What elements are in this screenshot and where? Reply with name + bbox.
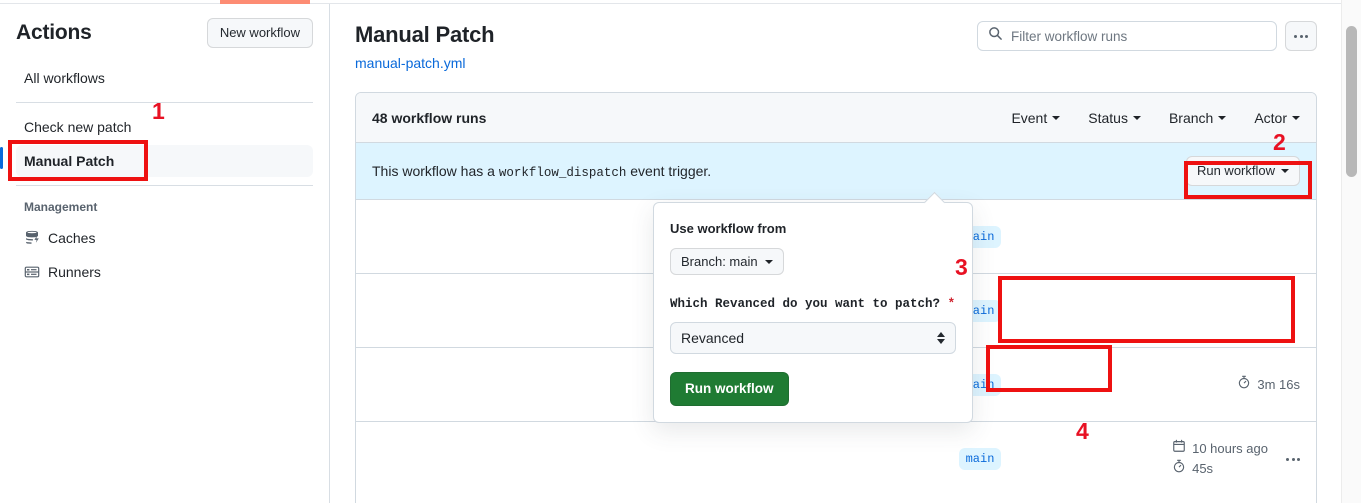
sidebar-item-manual-patch[interactable]: Manual Patch (0, 145, 313, 177)
sidebar-item-label: Check new patch (24, 119, 132, 135)
search-box[interactable] (977, 21, 1277, 51)
more-options-button[interactable] (1285, 21, 1317, 51)
run-duration-label: 3m 16s (1257, 376, 1300, 392)
chevron-down-icon (764, 259, 773, 264)
chevron-down-icon (1281, 169, 1289, 173)
page-scrollbar-thumb[interactable] (1346, 26, 1357, 177)
run-duration: 3m 16s (1237, 375, 1300, 395)
calendar-icon (1172, 439, 1186, 459)
stopwatch-icon (1237, 375, 1251, 395)
stopwatch-icon (1172, 459, 1186, 479)
sidebar-item-label: Manual Patch (24, 153, 115, 169)
sidebar-title: Actions (16, 21, 92, 44)
filter-label: Branch (1168, 109, 1214, 126)
run-meta-cell: 3m 16s (1100, 375, 1300, 395)
submit-run-workflow-button[interactable]: Run workflow (670, 372, 789, 406)
header-actions (977, 21, 1317, 51)
sidebar-item-caches[interactable]: Caches (16, 222, 313, 254)
run-workflow-dropdown-panel: Use workflow from Branch: main Which Rev… (653, 202, 973, 423)
branch-badge[interactable]: main (958, 448, 1002, 470)
workflow-file-link[interactable]: manual-patch.yml (355, 55, 466, 71)
table-row[interactable]: main (356, 422, 1316, 496)
chevron-down-icon (1218, 115, 1227, 120)
sidebar-group-management: Management (24, 200, 98, 214)
filter-bar: Event Status Branch Actor (1011, 110, 1300, 126)
annotation-number-4: 4 (1076, 418, 1089, 444)
cache-icon (24, 230, 40, 246)
filter-label: Status (1088, 109, 1128, 126)
sidebar-item-label: All workflows (24, 70, 105, 86)
run-workflow-button-label: Run workflow (1196, 163, 1275, 178)
run-age-label: 10 hours ago (1192, 441, 1268, 456)
use-workflow-from-label: Use workflow from (670, 221, 787, 236)
sidebar: Actions New workflow All workflows Check… (0, 4, 330, 503)
filter-event[interactable]: Event (1011, 109, 1061, 126)
run-meta-cell: 10 hours ago 45s (1100, 439, 1300, 479)
sidebar-divider (16, 185, 313, 186)
dispatch-text-after: event trigger. (630, 162, 712, 179)
input-field-label: Which Revanced do you want to patch? * (670, 295, 956, 313)
top-divider (0, 3, 1341, 4)
sidebar-divider (16, 102, 313, 103)
select-updown-icon (937, 332, 945, 344)
sidebar-item-runners[interactable]: Runners (16, 256, 313, 288)
run-branch-cell: main (860, 448, 1100, 470)
search-input[interactable] (1011, 28, 1266, 44)
search-icon (988, 26, 1003, 46)
chevron-down-icon (1292, 115, 1300, 120)
filter-branch[interactable]: Branch (1168, 109, 1227, 126)
workflow-nav-list: All workflows Check new patch Manual Pat… (0, 62, 313, 288)
sidebar-item-all-workflows[interactable]: All workflows (16, 62, 313, 94)
page-title: Manual Patch (355, 22, 495, 47)
page-header: Manual Patch manual-patch.yml (355, 20, 1317, 74)
branch-select-button[interactable]: Branch: main (670, 248, 784, 275)
run-duration-label: 45s (1192, 461, 1214, 476)
row-more-options-icon[interactable] (1286, 457, 1300, 461)
chevron-down-icon (1132, 115, 1141, 120)
dispatch-event-name: workflow_dispatch (498, 165, 627, 180)
sidebar-item-label: Runners (48, 264, 101, 280)
sidebar-item-label: Caches (48, 230, 96, 246)
filter-label: Event (1011, 109, 1048, 126)
workflow-runs-header: 48 workflow runs Event Status Branch (356, 93, 1316, 143)
filter-label: Actor (1254, 109, 1287, 126)
revanced-select[interactable]: Revanced (670, 322, 956, 354)
annotation-number-2: 2 (1273, 129, 1286, 155)
page-load-progress-bar (220, 0, 310, 4)
sidebar-item-check-new-patch[interactable]: Check new patch (16, 111, 313, 143)
runners-icon (24, 264, 40, 280)
filter-actor[interactable]: Actor (1254, 110, 1300, 126)
sidebar-header: Actions New workflow (16, 4, 313, 60)
annotation-number-1: 1 (152, 98, 165, 124)
revanced-select-value: Revanced (681, 330, 745, 346)
kebab-horizontal-icon (1294, 34, 1308, 38)
dispatch-banner-text: This workflow has a workflow_dispatch ev… (372, 163, 711, 180)
run-timing: 10 hours ago 45s (1172, 439, 1268, 479)
run-workflow-dropdown-button[interactable]: Run workflow (1185, 156, 1300, 186)
new-workflow-button[interactable]: New workflow (206, 18, 313, 48)
annotation-number-3: 3 (955, 254, 968, 280)
required-marker: * (947, 297, 956, 311)
dispatch-text-before: This workflow has a (372, 162, 495, 179)
filter-status[interactable]: Status (1088, 110, 1141, 126)
workflow-dispatch-banner: This workflow has a workflow_dispatch ev… (356, 143, 1316, 200)
workflow-runs-count: 48 workflow runs (372, 109, 487, 126)
input-field-label-text: Which Revanced do you want to patch? (670, 297, 941, 311)
branch-select-label: Branch: main (681, 254, 758, 269)
chevron-down-icon (1052, 115, 1061, 120)
